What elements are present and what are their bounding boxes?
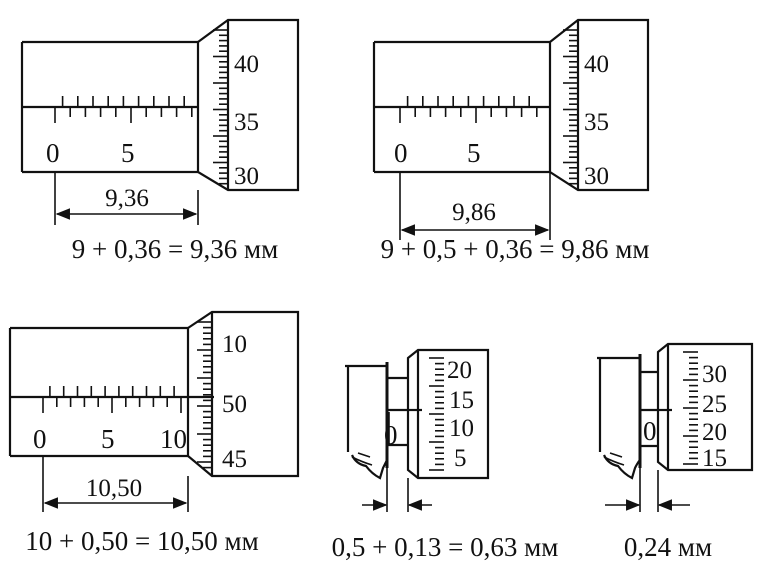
sleeve-label-0: 0	[384, 420, 398, 450]
thimble-label-20: 20	[447, 357, 472, 384]
thimble-label-15: 15	[702, 445, 727, 472]
formula-text: 9 + 0,5 + 0,36 = 9,86 мм	[381, 234, 650, 264]
panel-5-micrometer: 0 30 25 20 15 0,24 мм	[597, 342, 754, 562]
panel-2-sleeve	[372, 40, 550, 174]
panel-5-sleeve	[640, 370, 660, 448]
formula-text: 0,5 + 0,13 = 0,63 мм	[332, 532, 559, 562]
panel-4-micrometer: 0 20 15 10 5 0,5 + 0,13 = 0,63 мм	[332, 348, 559, 562]
panel-3-micrometer: 0 5 10 10 50 45 10,50 10 + 0,50 = 10,50 …	[8, 310, 300, 556]
formula-text: 9 + 0,36 = 9,36 мм	[72, 234, 278, 264]
panel-1-dimension: 9,36	[54, 172, 199, 225]
thimble-label-15: 15	[449, 387, 474, 414]
sleeve-label-5: 5	[121, 138, 135, 168]
panel-4-anvil	[345, 362, 389, 480]
panel-1-sleeve	[20, 40, 198, 174]
sleeve-label-5: 5	[467, 138, 481, 168]
dimension-label: 9,36	[105, 185, 149, 212]
thimble-label-35: 35	[234, 109, 259, 136]
panel-4-dimension	[362, 468, 432, 512]
thimble-label-40: 40	[584, 51, 609, 78]
panel-3-dimension: 10,50	[42, 456, 189, 512]
panel-5-thimble	[656, 342, 754, 472]
thimble-label-30: 30	[702, 361, 727, 388]
thimble-label-10: 10	[449, 415, 474, 442]
thimble-label-50: 50	[222, 391, 247, 418]
thimble-label-35: 35	[584, 109, 609, 136]
thimble-label-30: 30	[234, 163, 259, 190]
panel-5-dimension	[605, 468, 690, 512]
formula-text: 0,24 мм	[624, 532, 712, 562]
panel-2-thimble	[548, 18, 650, 192]
thimble-label-5: 5	[454, 445, 467, 472]
panel-4-thimble	[406, 348, 490, 480]
panel-1-micrometer: 0 5 40 35 30 9,36 9 + 0,36 = 9,36 мм	[20, 18, 300, 264]
sleeve-label-0: 0	[46, 138, 60, 168]
panel-3-sleeve	[8, 326, 214, 458]
thimble-label-20: 20	[702, 419, 727, 446]
sleeve-label-0: 0	[643, 416, 657, 446]
dimension-label: 10,50	[86, 475, 142, 502]
thimble-label-45: 45	[222, 446, 247, 473]
formula-text: 10 + 0,50 = 10,50 мм	[25, 526, 258, 556]
panel-2-micrometer: 0 5 40 35 30 9,86 9 + 0,5 + 0,36 = 9,86 …	[372, 18, 650, 264]
thimble-label-30: 30	[584, 163, 609, 190]
panel-2-dimension: 9,86	[399, 172, 551, 240]
sleeve-label-5: 5	[101, 424, 115, 454]
dimension-label: 9,86	[452, 199, 496, 226]
panel-4-sleeve	[387, 376, 410, 447]
thimble-label-10: 10	[222, 331, 247, 358]
panel-5-anvil	[597, 354, 642, 480]
panel-1-thimble	[196, 18, 300, 192]
sleeve-label-10: 10	[160, 424, 187, 454]
thimble-label-40: 40	[234, 51, 259, 78]
panel-3-thimble	[186, 310, 300, 478]
thimble-label-25: 25	[702, 391, 727, 418]
sleeve-label-0: 0	[33, 424, 47, 454]
sleeve-label-0: 0	[394, 138, 408, 168]
